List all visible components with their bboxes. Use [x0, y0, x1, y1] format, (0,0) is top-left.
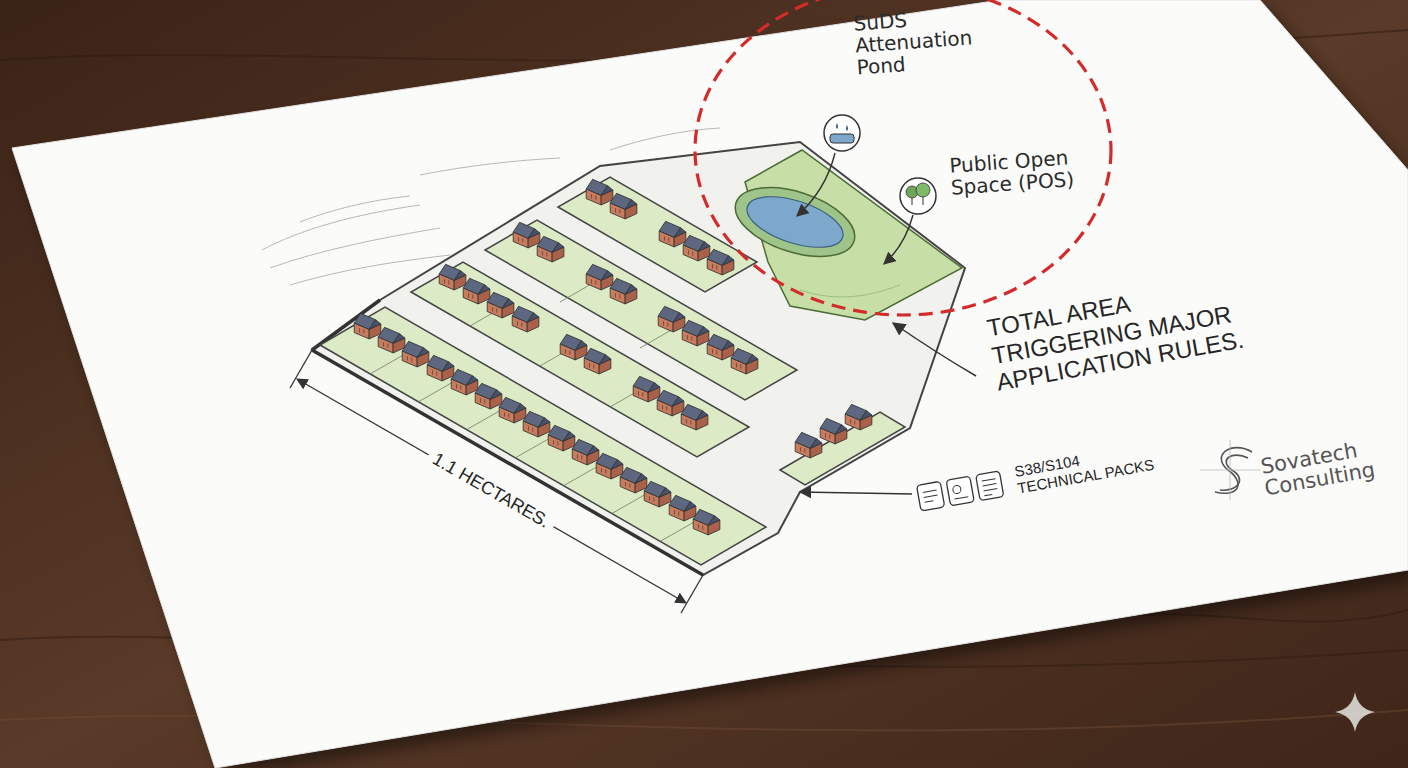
houses	[354, 179, 872, 535]
sparkle-mark	[1335, 692, 1375, 732]
site-boundary	[312, 142, 965, 575]
red-dashed-callout-circle	[695, 0, 1111, 315]
pos-callout: Public Open Space (POS)	[949, 145, 1088, 198]
housing-blocks	[320, 177, 905, 565]
pond-callout: SuDS Attenuation Pond	[853, 3, 989, 78]
pond-icon	[797, 115, 860, 216]
suds-pond	[727, 174, 863, 269]
technical-pack-icons	[800, 471, 1004, 511]
tree-icon	[884, 178, 936, 264]
dimension-line	[290, 350, 703, 613]
paper-sheet	[12, 0, 1408, 768]
plot-lines	[370, 279, 703, 542]
logo-mark	[1200, 440, 1260, 500]
total-area-leader	[893, 323, 976, 376]
